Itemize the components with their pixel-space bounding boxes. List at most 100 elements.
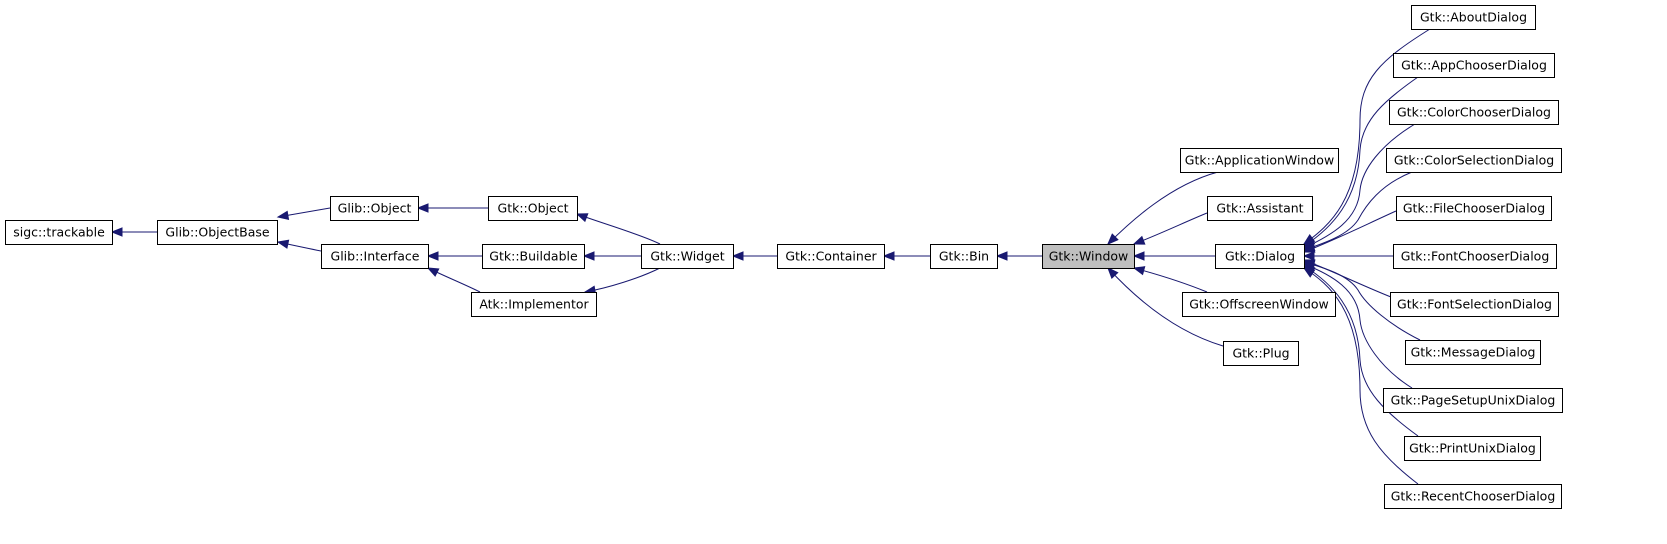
class-node-gtk-offscreenwindow[interactable]: Gtk::OffscreenWindow [1182, 292, 1336, 317]
node-label: Gtk::Object [498, 201, 569, 216]
class-node-gtk-dialog[interactable]: Gtk::Dialog [1215, 244, 1305, 269]
arrowhead-icon [582, 251, 595, 261]
class-node-gtk-colorchooserdialog[interactable]: Gtk::ColorChooserDialog [1389, 100, 1559, 125]
class-node-gtk-buildable[interactable]: Gtk::Buildable [482, 244, 585, 269]
arrowhead-icon [416, 203, 429, 213]
edge-line [576, 213, 661, 245]
edge-line [1107, 171, 1219, 245]
class-node-gtk-fontchooserdialog[interactable]: Gtk::FontChooserDialog [1393, 244, 1557, 269]
node-label: Glib::Interface [331, 249, 420, 264]
node-box[interactable] [482, 244, 585, 269]
node-label: Glib::Object [338, 201, 412, 216]
node-box[interactable] [1405, 340, 1541, 365]
edge-line [1303, 28, 1431, 245]
class-node-gtk-widget[interactable]: Gtk::Widget [641, 244, 734, 269]
arrowhead-icon [1132, 266, 1146, 276]
node-box[interactable] [641, 244, 734, 269]
arrowhead-icon [426, 267, 440, 277]
node-box[interactable] [157, 220, 278, 245]
class-node-sigc-trackable[interactable]: sigc::trackable [5, 220, 113, 245]
inheritance-edge [575, 213, 661, 245]
class-node-gtk-aboutdialog[interactable]: Gtk::AboutDialog [1411, 5, 1536, 30]
node-box[interactable] [330, 196, 419, 221]
inheritance-edge [110, 227, 157, 237]
node-label: Gtk::Widget [650, 249, 724, 264]
node-box[interactable] [5, 220, 113, 245]
edge-line [1303, 171, 1413, 251]
class-node-gtk-filechooserdialog[interactable]: Gtk::FileChooserDialog [1396, 196, 1552, 221]
class-node-gtk-recentchooserdialog[interactable]: Gtk::RecentChooserDialog [1384, 484, 1562, 509]
node-label: Gtk::RecentChooserDialog [1391, 489, 1556, 504]
node-box[interactable] [1396, 196, 1552, 221]
class-node-gtk-plug[interactable]: Gtk::Plug [1223, 341, 1299, 366]
class-node-gtk-pagesetupunixdialog[interactable]: Gtk::PageSetupUnixDialog [1383, 388, 1563, 413]
node-label: Gtk::MessageDialog [1411, 345, 1536, 360]
node-label: Gtk::Plug [1232, 346, 1289, 361]
class-node-gtk-printunixdialog[interactable]: Gtk::PrintUnixDialog [1404, 436, 1541, 461]
node-box[interactable] [1180, 148, 1339, 173]
node-box[interactable] [1411, 5, 1536, 30]
arrowhead-icon [1302, 251, 1315, 261]
node-label: Gtk::Window [1049, 249, 1129, 264]
node-label: Gtk::FontSelectionDialog [1397, 297, 1552, 312]
node-box[interactable] [488, 196, 578, 221]
node-label: Gtk::ColorSelectionDialog [1394, 153, 1554, 168]
node-box[interactable] [1383, 388, 1563, 413]
node-box[interactable] [1404, 436, 1541, 461]
class-node-gtk-object[interactable]: Gtk::Object [488, 196, 578, 221]
class-node-gtk-appchooserdialog[interactable]: Gtk::AppChooserDialog [1393, 53, 1555, 78]
node-box[interactable] [1386, 148, 1562, 173]
arrowhead-icon [882, 251, 895, 261]
node-label: Glib::ObjectBase [165, 225, 269, 240]
class-node-gtk-assistant[interactable]: Gtk::Assistant [1207, 196, 1313, 221]
node-box[interactable] [1223, 341, 1299, 366]
node-label: Gtk::AboutDialog [1420, 10, 1527, 25]
inheritance-edge [731, 251, 777, 261]
node-box[interactable] [1215, 244, 1305, 269]
node-label: Gtk::FileChooserDialog [1403, 201, 1545, 216]
inheritance-edge [276, 239, 322, 252]
inheritance-edge [1107, 171, 1219, 245]
node-box[interactable] [1384, 484, 1562, 509]
class-node-gtk-bin[interactable]: Gtk::Bin [930, 244, 998, 269]
inheritance-edge [1132, 251, 1215, 261]
node-box[interactable] [1393, 244, 1557, 269]
class-node-glib-interface[interactable]: Glib::Interface [321, 244, 429, 269]
edge-line [1107, 267, 1224, 347]
node-box[interactable] [321, 244, 429, 269]
node-box[interactable] [777, 244, 885, 269]
node-box[interactable] [1389, 100, 1559, 125]
arrowhead-icon [276, 239, 290, 249]
nodes-layer: sigc::trackable Glib::ObjectBase Glib::Obj… [5, 5, 1563, 509]
edge-line [1133, 267, 1208, 293]
arrowhead-icon [995, 251, 1008, 261]
node-label: Gtk::OffscreenWindow [1189, 297, 1329, 312]
arrowhead-icon [1302, 267, 1316, 278]
class-node-atk-implementor[interactable]: Atk::Implementor [471, 292, 597, 317]
arrowhead-icon [1132, 251, 1145, 261]
node-label: Gtk::PageSetupUnixDialog [1391, 393, 1556, 408]
inheritance-edge [995, 251, 1042, 261]
class-node-gtk-applicationwindow[interactable]: Gtk::ApplicationWindow [1180, 148, 1339, 173]
class-node-gtk-colorselectiondialog[interactable]: Gtk::ColorSelectionDialog [1386, 148, 1562, 173]
node-box[interactable] [1390, 292, 1559, 317]
node-box[interactable] [1393, 53, 1555, 78]
edge-line [1133, 212, 1208, 245]
class-node-gtk-fontselectiondialog[interactable]: Gtk::FontSelectionDialog [1390, 292, 1559, 317]
edge-line [1303, 76, 1419, 247]
node-label: Gtk::FontChooserDialog [1401, 249, 1550, 264]
node-label: Atk::Implementor [479, 297, 589, 312]
node-box[interactable] [1207, 196, 1313, 221]
class-node-gtk-container[interactable]: Gtk::Container [777, 244, 885, 269]
node-box[interactable] [1042, 244, 1135, 269]
node-box[interactable] [1182, 292, 1336, 317]
class-node-glib-object[interactable]: Glib::Object [330, 196, 419, 221]
node-box[interactable] [930, 244, 998, 269]
class-node-gtk-window[interactable]: Gtk::Window [1042, 244, 1135, 269]
node-box[interactable] [471, 292, 597, 317]
node-label: Gtk::Assistant [1216, 201, 1303, 216]
arrowhead-icon [426, 251, 439, 261]
arrowhead-icon [1107, 233, 1119, 245]
class-node-glib-objectbase[interactable]: Glib::ObjectBase [157, 220, 278, 245]
class-node-gtk-messagedialog[interactable]: Gtk::MessageDialog [1405, 340, 1541, 365]
